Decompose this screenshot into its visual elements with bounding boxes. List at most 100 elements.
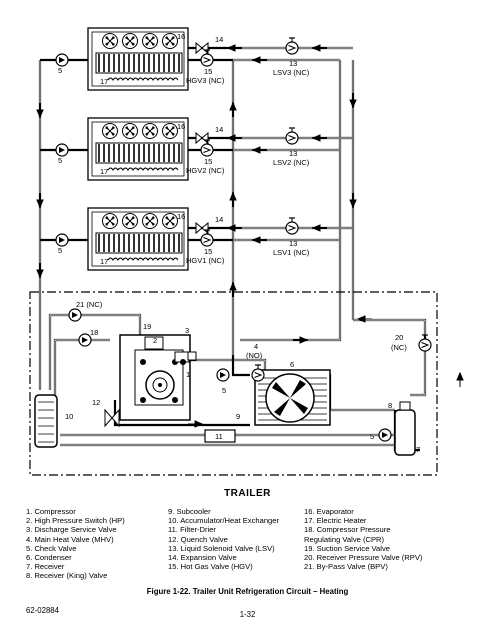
unit-label-n17: 17 xyxy=(100,257,108,266)
high-pressure-switch-icon xyxy=(180,359,186,365)
receiver xyxy=(394,409,416,456)
electric-heater xyxy=(107,167,179,171)
fan-icon xyxy=(122,213,138,229)
fan-icon xyxy=(162,33,178,49)
fan-icon xyxy=(142,213,158,229)
legend-item: 14. Expansion Valve xyxy=(168,553,237,563)
filter-drier xyxy=(204,429,236,443)
expansion-valve-icon xyxy=(195,222,209,234)
fan-icon xyxy=(102,123,118,139)
unit-label-n15: 15 xyxy=(204,67,212,76)
unit-label-n14: 14 xyxy=(215,215,223,224)
fan-icon xyxy=(142,123,158,139)
unit-label-lsv: LSV3 (NC) xyxy=(273,68,310,77)
legend-item: 11. Filter-Drier xyxy=(168,525,216,535)
legend-item: Regulating Valve (CPR) xyxy=(304,534,385,544)
accumulator xyxy=(34,394,58,448)
expansion-valve-icon xyxy=(195,42,209,54)
quench-pipe xyxy=(113,400,250,427)
receiver-pressure-valve-icon xyxy=(418,334,432,352)
legend-item: 6. Condenser xyxy=(26,553,72,563)
label-1: 1 xyxy=(186,370,190,379)
condenser xyxy=(254,369,331,426)
label-11: 11 xyxy=(215,432,223,441)
flow-arrow-icon xyxy=(227,224,243,232)
label-21: 21 (NC) xyxy=(76,300,103,309)
check-valve-icon xyxy=(55,233,69,247)
flow-arrow-icon xyxy=(36,262,44,278)
unit-label-hgv: HGV3 (NC) xyxy=(186,76,225,85)
king-valve-icon xyxy=(399,401,411,411)
unit-label-hgv: HGV1 (NC) xyxy=(186,256,225,265)
flow-arrow-icon xyxy=(349,192,357,208)
flow-arrow-icon xyxy=(227,44,243,52)
liquid-solenoid-valve-icon xyxy=(285,37,299,55)
unit-label-n13: 13 xyxy=(289,239,297,248)
label-3: 3 xyxy=(185,326,189,335)
legend-item: 21. By-Pass Valve (BPV) xyxy=(304,562,388,572)
check-valve-icon xyxy=(55,53,69,67)
legend-item: 7. Receiver xyxy=(26,562,65,572)
flow-arrow-icon xyxy=(36,102,44,118)
legend-item: 18. Compressor Pressure xyxy=(304,525,391,535)
electric-heater xyxy=(107,257,179,261)
label-8: 8 xyxy=(388,401,392,410)
bypass-valve-icon xyxy=(68,308,82,322)
document-number: 62-02884 xyxy=(26,606,59,615)
liquid-feed-pipe xyxy=(240,60,342,342)
flow-arrow-icon xyxy=(36,192,44,208)
flow-arrow-icon xyxy=(252,236,268,244)
cpr-pipe xyxy=(53,338,110,400)
fan-icon xyxy=(162,213,178,229)
legend-item: 15. Hot Gas Valve (HGV) xyxy=(168,562,253,572)
figure-caption: Figure 1-22. Trailer Unit Refrigeration … xyxy=(146,587,349,596)
legend-item: 5. Check Valve xyxy=(26,543,77,553)
label-7: 7 xyxy=(416,445,420,454)
check-valve-icon xyxy=(55,143,69,157)
fan-icon xyxy=(142,33,158,49)
flow-arrow-icon xyxy=(229,102,237,118)
legend-item: 9. Subcooler xyxy=(168,507,211,516)
label-4-no: (NO) xyxy=(246,351,263,360)
liquid-solenoid-valve-icon xyxy=(285,217,299,235)
legend-item: 3. Discharge Service Valve xyxy=(26,525,117,535)
legend-item: 8. Receiver (King) Valve xyxy=(26,571,108,581)
label-18: 18 xyxy=(90,328,98,337)
unit-label-n13: 13 xyxy=(289,149,297,158)
diagram-title: TRAILER xyxy=(224,488,271,499)
fan-icon xyxy=(122,33,138,49)
label-12: 12 xyxy=(92,398,100,407)
flow-arrow-icon xyxy=(292,336,308,344)
unit-label-n15: 15 xyxy=(204,247,212,256)
legend-item: 13. Liquid Solenoid Valve (LSV) xyxy=(168,543,275,553)
legend-item: 20. Receiver Pressure Valve (RPV) xyxy=(304,553,423,563)
label-6: 6 xyxy=(290,360,294,369)
legend-item: 4. Main Heat Valve (MHV) xyxy=(26,534,114,544)
legend-item: 10. Accumulator/Heat Exchanger xyxy=(168,516,280,526)
label-9: 9 xyxy=(236,412,240,421)
label-10: 10 xyxy=(65,412,73,421)
trailer-boundary xyxy=(29,291,438,476)
hot-gas-valve-icon xyxy=(200,49,214,67)
quench-valve-icon xyxy=(104,408,120,428)
unit-label-n5: 5 xyxy=(58,66,62,75)
discharge-pipe xyxy=(190,358,267,370)
hot-gas-valve-icon xyxy=(200,139,214,157)
label-19: 19 xyxy=(143,322,151,331)
page-number: 1-32 xyxy=(239,610,256,619)
unit-label-n5: 5 xyxy=(58,156,62,165)
label-5-check: 5 xyxy=(222,386,226,395)
unit-label-n16: 16 xyxy=(177,122,185,131)
legend-item: 19. Suction Service Valve xyxy=(304,543,390,553)
unit-label-n15: 15 xyxy=(204,157,212,166)
liquid-solenoid-valve-icon xyxy=(285,127,299,145)
unit-label-n17: 17 xyxy=(100,167,108,176)
legend-item: 16. Evaporator xyxy=(304,507,354,516)
label-4: 4 xyxy=(254,342,258,351)
flow-arrow-icon xyxy=(312,134,328,142)
flow-arrow-icon xyxy=(312,44,328,52)
